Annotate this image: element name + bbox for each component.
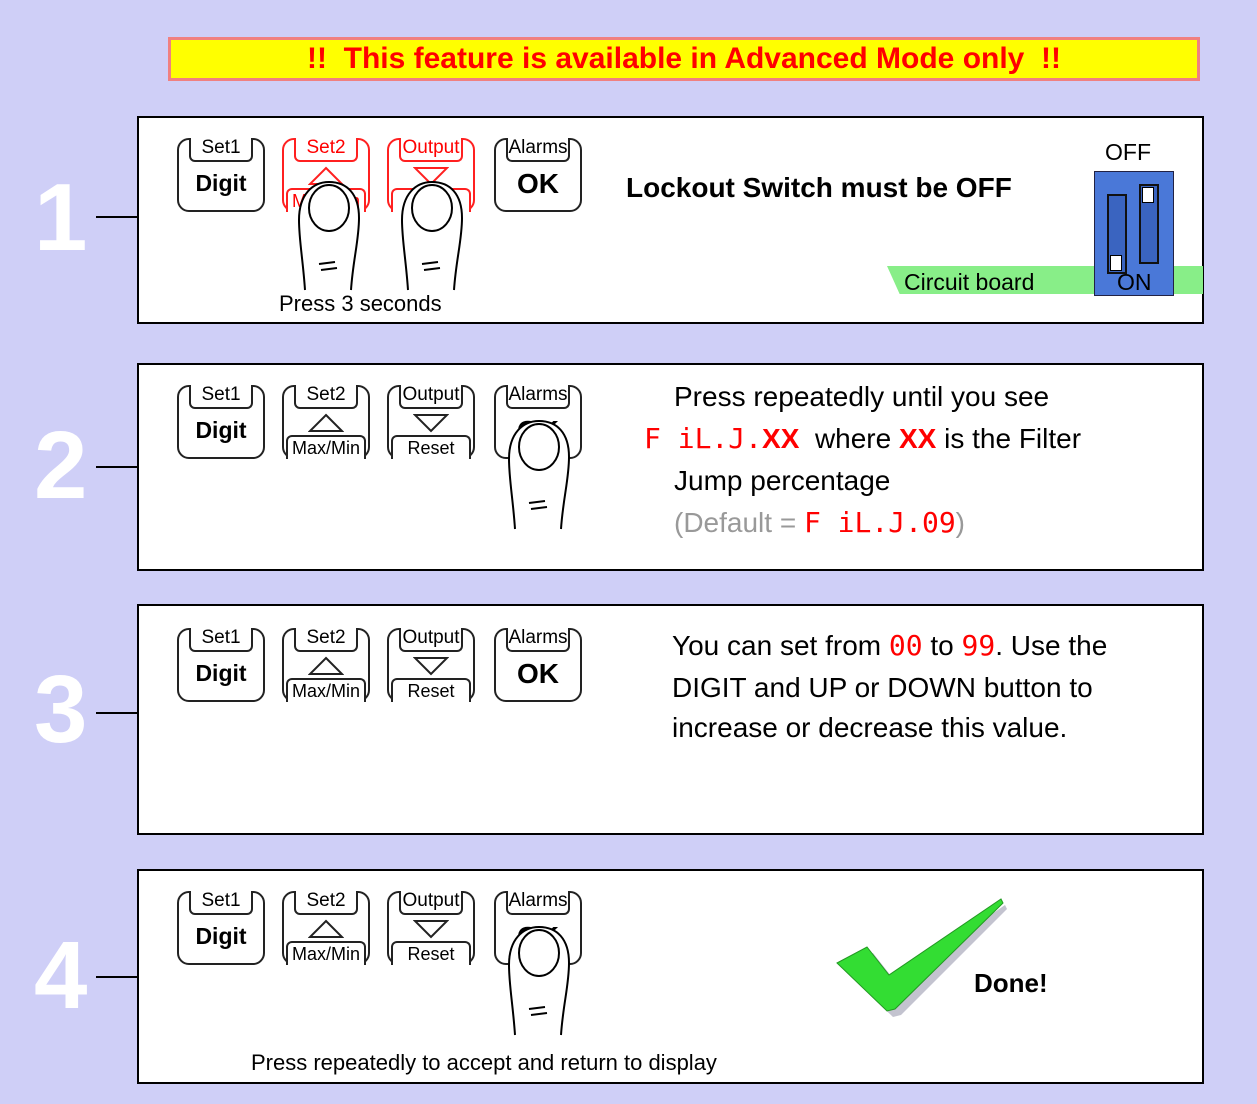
switch-on-label: ON [1117,269,1152,295]
output-label: Output [399,138,463,162]
set2-label: Set2 [294,628,358,652]
finger-press-icon [297,180,361,291]
step-2-panel: Set1 Digit Set2 Max/Min Output Reset Ala… [137,363,1204,571]
output-down-button[interactable]: Output Reset [387,891,475,965]
step-4-caption: Press repeatedly to accept and return to… [251,1050,717,1075]
step-1-leader [96,216,137,218]
step-4-leader [96,976,137,978]
step-3-leader [96,712,137,714]
set2-label: Set2 [294,385,358,409]
down-arrow-icon [413,920,449,939]
finger-press-icon [400,180,464,291]
default-prefix: (Default = [674,507,804,538]
set1-label: Set1 [189,628,253,652]
max-min-label: Max/Min [286,435,366,459]
set2-label: Set2 [294,138,358,162]
digit-label: Digit [195,170,247,196]
step-2-line2: F iL.J.XX where XX is the Filter [644,419,1081,459]
range-to: 99 [961,629,996,662]
output-label: Output [399,891,463,915]
reset-label: Reset [391,435,471,459]
set1-label: Set1 [189,385,253,409]
set1-digit-button[interactable]: Set1 Digit [177,891,265,965]
range-prefix: You can set from [672,630,882,661]
alarms-label: Alarms [506,138,570,162]
reset-label: Reset [391,678,471,702]
step-3-number: 3 [34,656,88,763]
set2-up-button[interactable]: Set2 Max/Min [282,891,370,965]
alarms-ok-button[interactable]: Alarms OK [494,628,582,702]
step-1-caption: Press 3 seconds [279,291,442,316]
step-2-line3: Jump percentage [674,465,891,496]
output-label: Output [399,385,463,409]
default-code: F iL.J.09 [803,506,956,539]
default-value-line: (Default = F iL.J.09) [674,503,965,543]
switch-off-label: OFF [1105,139,1151,165]
default-suffix: ) [955,507,965,538]
output-down-button[interactable]: Output Reset [387,385,475,459]
alarms-label: Alarms [506,628,570,652]
digit-label: Digit [195,660,247,686]
step-4-number: 4 [34,922,88,1029]
ok-label: OK [517,658,559,689]
set1-digit-button[interactable]: Set1 Digit [177,385,265,459]
output-down-button[interactable]: Output Reset [387,628,475,702]
switch-slot [1107,194,1127,274]
set2-up-button[interactable]: Set2 Max/Min [282,385,370,459]
down-arrow-icon [413,657,449,676]
reset-label: Reset [391,941,471,965]
down-arrow-icon [413,414,449,433]
step-2-line1: Press repeatedly until you see [674,381,1050,412]
lockout-dip-switch[interactable] [1094,171,1174,296]
step-3-line1: You can set from 00 to 99. Use the [672,626,1107,666]
range-to-word: to [930,630,954,661]
finger-press-icon [507,419,571,530]
set2-up-button[interactable]: Set2 Max/Min [282,628,370,702]
circuit-board-label: Circuit board [904,269,1035,295]
checkmark-icon [836,898,1007,1017]
step-1-panel: Set1 Digit Set2 Max/Min Output Reset Ala… [137,116,1204,324]
advanced-mode-banner: !! This feature is available in Advanced… [168,37,1200,81]
step-1-number: 1 [34,164,88,271]
switch-knob [1110,255,1122,271]
filter-jump-code: F iL.J. [644,422,763,455]
range-from: 00 [888,629,923,662]
alarms-label: Alarms [506,891,570,915]
up-arrow-icon [308,413,344,432]
step-4-panel: Set1 Digit Set2 Max/Min Output Reset Ala… [137,869,1204,1084]
step-2-number: 2 [34,412,88,519]
digit-label: Digit [195,417,247,443]
step-3-panel: Set1 Digit Set2 Max/Min Output Reset Ala… [137,604,1204,835]
range-suffix: . Use the [995,630,1108,661]
switch-knob [1142,187,1154,203]
set1-label: Set1 [189,891,253,915]
set2-label: Set2 [294,891,358,915]
set1-label: Set1 [189,138,253,162]
lockout-instruction: Lockout Switch must be OFF [626,172,1012,203]
alarms-ok-button[interactable]: Alarms OK [494,138,582,212]
xx-highlight: XX [898,423,937,454]
step-2-leader [96,466,137,468]
max-min-label: Max/Min [286,941,366,965]
code-xx: XX [762,423,800,454]
digit-label: Digit [195,923,247,949]
step-3-line2: DIGIT and UP or DOWN button to [672,672,1093,703]
done-label: Done! [974,968,1048,998]
output-label: Output [399,628,463,652]
line2-rest: is the Filter [944,423,1082,454]
alarms-label: Alarms [506,385,570,409]
up-arrow-icon [308,656,344,675]
max-min-label: Max/Min [286,678,366,702]
switch-slot [1139,184,1159,264]
down-arrow-icon [413,167,449,186]
up-arrow-icon [308,919,344,938]
set1-digit-button[interactable]: Set1 Digit [177,628,265,702]
step-3-line3: increase or decrease this value. [672,712,1068,743]
set1-digit-button[interactable]: Set1 Digit [177,138,265,212]
where-word: where [814,423,892,454]
finger-press-icon [507,925,571,1036]
ok-label: OK [517,168,559,199]
